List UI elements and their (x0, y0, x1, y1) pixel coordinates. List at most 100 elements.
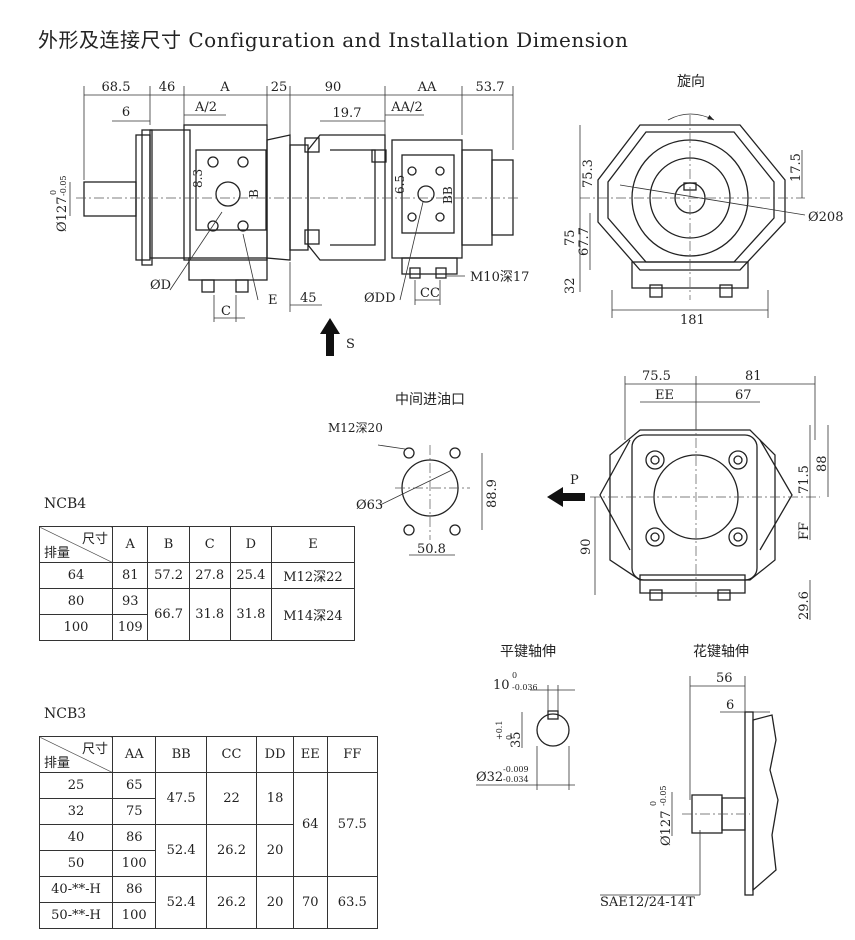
table-cell: 100 (39, 614, 113, 641)
dim-C: C (221, 304, 231, 319)
table-cell: 63.5 (326, 876, 379, 929)
main-front-view: 68.5 46 A 25 90 AA 53.7 6 A/2 19.7 AA/2 (49, 80, 529, 356)
spline-dia: Ø127 (659, 811, 674, 846)
dim-ODD: ØDD (364, 291, 396, 306)
key-width-tol-lower: -0.036 (512, 683, 538, 692)
dim-BB: BB (441, 186, 455, 204)
key-height-tol-upper: +0.1 (495, 721, 504, 740)
ncb3-header-EE: EE (292, 736, 328, 773)
ncb4-header-E: E (270, 526, 356, 563)
table-cell: 22 (205, 772, 258, 825)
dim-53-7: 53.7 (476, 80, 505, 95)
key-width: 10 (493, 678, 510, 693)
dim-E: E (268, 293, 278, 308)
dim-O208: Ø208 (808, 210, 843, 225)
table-cell: 109 (111, 614, 149, 641)
dim-AA: AA (417, 80, 437, 95)
spline-sae: SAE12/24-14T (600, 895, 695, 910)
table-row: 50-**-H 100 (39, 902, 378, 929)
dim-M10: M10深17 (470, 270, 529, 285)
side-view: 旋向 75.3 17.5 Ø208 75 67.7 32 181 (563, 74, 843, 328)
dim-45: 45 (300, 291, 317, 306)
key-height: 35 (509, 731, 524, 748)
table-cell: 86 (111, 824, 157, 851)
table-cell: 100 (111, 850, 157, 877)
table-cell: 66.7 (147, 588, 190, 641)
table-cell: 20 (256, 824, 294, 877)
dim-181: 181 (680, 313, 705, 328)
dim-6: 6 (122, 105, 130, 120)
dim-50-8: 50.8 (417, 542, 446, 557)
table-cell: 50-**-H (39, 902, 113, 929)
dim-A: A (219, 80, 230, 95)
ncb3-header-CC: CC (205, 736, 258, 773)
p-arrow-icon (547, 487, 585, 507)
table-row: 25 65 47.5 22 18 64 57.5 (39, 772, 379, 877)
port-title: 中间进油口 (395, 392, 465, 408)
table-row: 64 81 57.2 27.8 25.4 M12深22 (39, 562, 356, 589)
table-row: 40-**-H 86 52.4 26.2 20 70 63.5 (39, 876, 379, 929)
ncb4-header-A: A (111, 526, 149, 563)
table-cell: 40-**-H (39, 876, 113, 903)
table-cell: 100 (111, 902, 157, 929)
ncb3-label: NCB3 (44, 706, 87, 722)
table-cell: 52.4 (155, 824, 207, 877)
spline-view: 花键轴伸 56 6 Ø127 0 -0.05 SAE12/24-14T (600, 644, 779, 910)
table-row: 80 93 66.7 31.8 31.8 M14深24 (39, 588, 356, 641)
flat-key-title: 平键轴伸 (500, 644, 556, 660)
table-cell: 70 (292, 876, 328, 929)
rotation-label: 旋向 (677, 74, 705, 90)
dim-FF: FF (797, 522, 812, 540)
dim-75-5: 75.5 (642, 369, 671, 384)
rear-view: 75.5 81 EE 67 71.5 88 FF 90 29.6 P (547, 369, 830, 620)
dim-O63: Ø63 (356, 498, 383, 513)
dim-M12: M12深20 (328, 421, 383, 435)
dim-88: 88 (815, 455, 830, 472)
table-cell: 57.5 (326, 772, 379, 877)
dim-67-7: 67.7 (577, 227, 592, 256)
shaft-dia-32-tol-upper: -0.009 (503, 765, 529, 774)
table-row: 50 100 (39, 850, 378, 877)
shaft-dia-32: Ø32 (476, 770, 503, 785)
table-cell: 18 (256, 772, 294, 825)
dim-6-5: 6.5 (393, 175, 407, 194)
table-cell: M14深24 (270, 588, 356, 641)
dim-71-5: 71.5 (797, 465, 812, 494)
table-cell: 81 (111, 562, 149, 589)
s-label: S (346, 337, 355, 352)
ncb4-corner: 尺寸排量 (39, 526, 113, 563)
table-cell: 64 (39, 562, 113, 589)
table-cell: 86 (111, 876, 157, 903)
dim-AA-half: AA/2 (390, 100, 422, 115)
ncb3-table: 尺寸排量 AA BB CC DD EE FF 25 65 47.5 22 18 … (39, 736, 379, 929)
table-cell: 50 (39, 850, 113, 877)
ncb3-corner: 尺寸排量 (39, 736, 113, 773)
dim-75-3: 75.3 (581, 159, 596, 188)
table-cell: 25 (39, 772, 113, 799)
spline-dia-tol-lower: -0.05 (659, 785, 668, 806)
ncb4-header-C: C (188, 526, 231, 563)
dim-CC: CC (420, 286, 440, 301)
table-cell: 64 (292, 772, 328, 877)
dim-19-7: 19.7 (333, 106, 362, 121)
table-cell: 25.4 (229, 562, 272, 589)
dim-29-6: 29.6 (797, 591, 812, 620)
dim-8-3: 8.3 (191, 169, 205, 188)
ncb4-table: 尺寸排量 A B C D E 64 81 57.2 27.8 25.4 M12深… (39, 526, 356, 641)
table-cell: 75 (111, 798, 157, 825)
table-cell: 26.2 (205, 876, 258, 929)
spline-title: 花键轴伸 (693, 644, 749, 660)
table-cell: 47.5 (155, 772, 207, 825)
dim-46: 46 (159, 80, 176, 95)
table-cell: 20 (256, 876, 294, 929)
table-cell: 80 (39, 588, 113, 615)
spline-dia-tol-upper: 0 (649, 801, 658, 806)
ncb4-header-B: B (147, 526, 190, 563)
tol-lower: -0.05 (59, 175, 68, 196)
spline-dim-6: 6 (726, 698, 734, 713)
dim-OD: ØD (150, 278, 171, 293)
dim-shaft-dia: Ø127 (55, 197, 70, 232)
dim-32: 32 (563, 277, 578, 294)
table-row: 100 109 (39, 614, 355, 641)
